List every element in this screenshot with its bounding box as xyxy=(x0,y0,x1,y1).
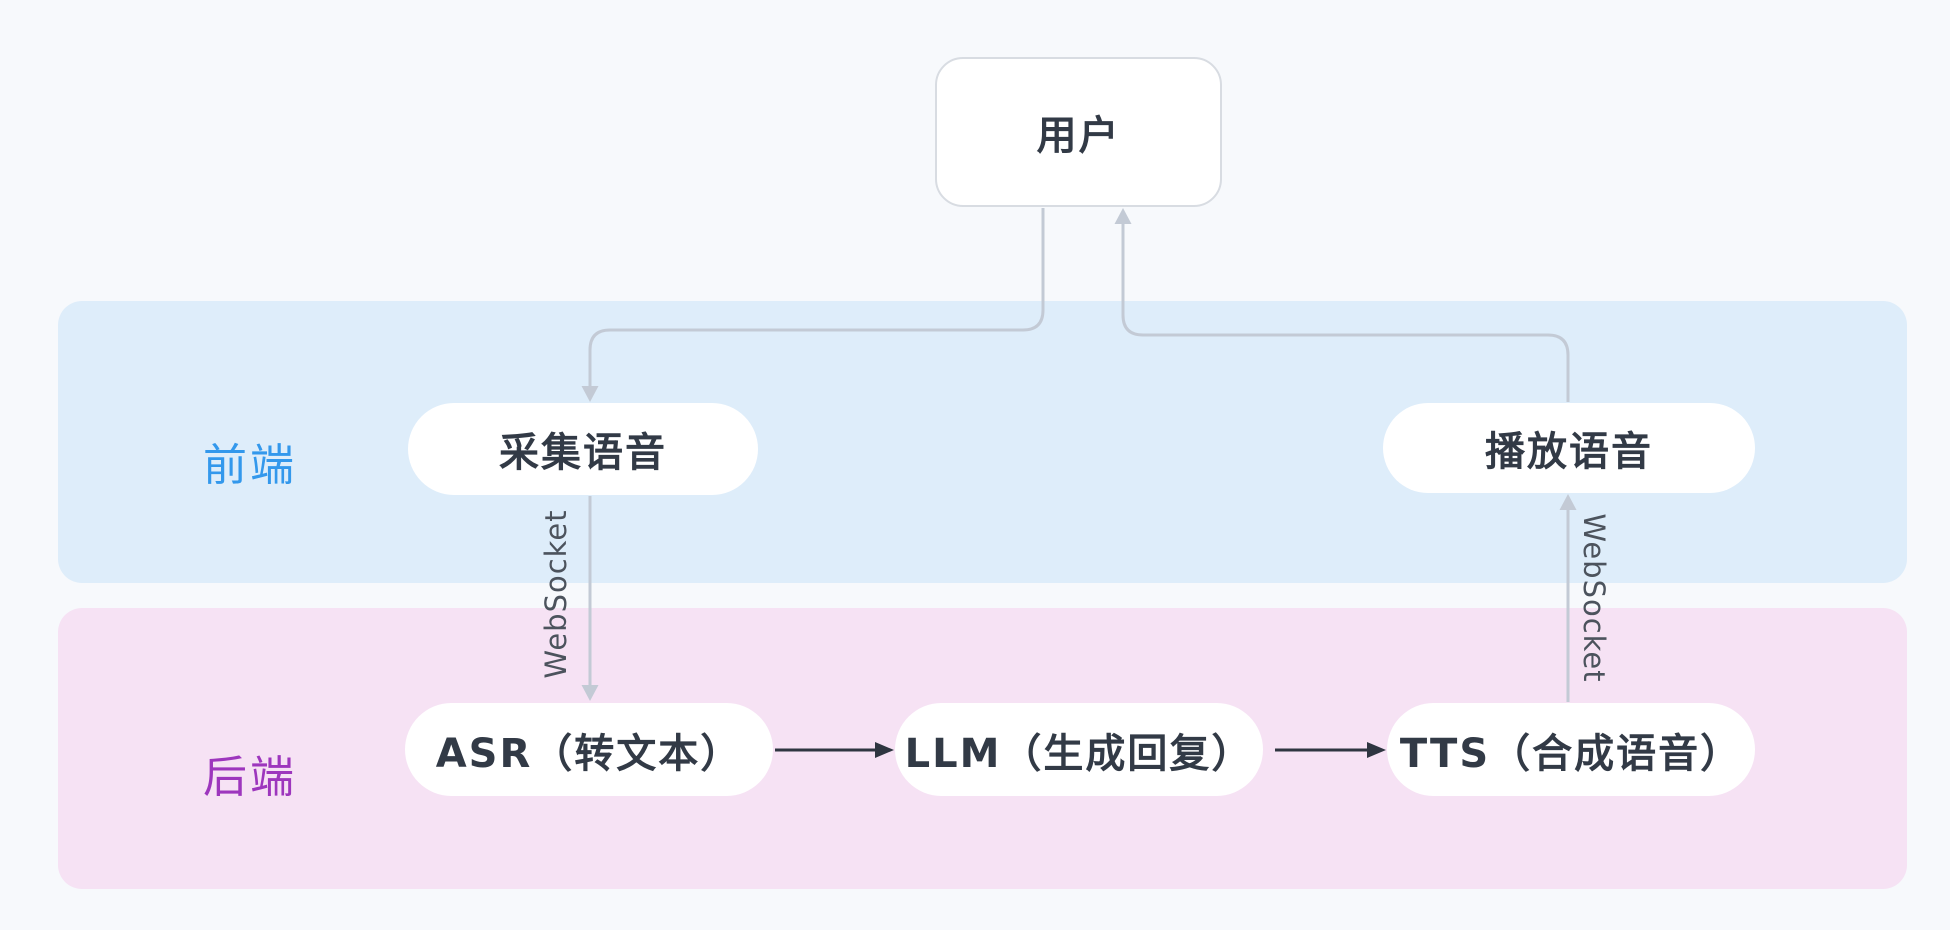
arrow-down-icon xyxy=(581,685,599,701)
arrow-right-icon xyxy=(1367,742,1386,758)
arrow-up-icon xyxy=(1114,208,1132,224)
websocket-label-left: WebSocket xyxy=(539,509,573,679)
backend-lane-label: 后端 xyxy=(203,752,297,803)
arrow-right-icon xyxy=(875,742,894,758)
frontend-lane-label: 前端 xyxy=(203,440,297,491)
asr-node: ASR（转文本） xyxy=(405,703,773,796)
play-voice-node: 播放语音 xyxy=(1383,403,1755,493)
arrow-down-icon xyxy=(581,386,599,402)
arrow-up-icon xyxy=(1559,494,1577,510)
websocket-label-right: WebSocket xyxy=(1577,513,1611,683)
capture-voice-node: 采集语音 xyxy=(408,403,758,495)
edge-user-to-capture xyxy=(588,208,1045,387)
edge-play-to-user xyxy=(1121,223,1570,402)
llm-node: LLM（生成回复） xyxy=(895,703,1263,796)
tts-node: TTS（合成语音） xyxy=(1387,703,1755,796)
user-node: 用户 xyxy=(935,57,1222,207)
